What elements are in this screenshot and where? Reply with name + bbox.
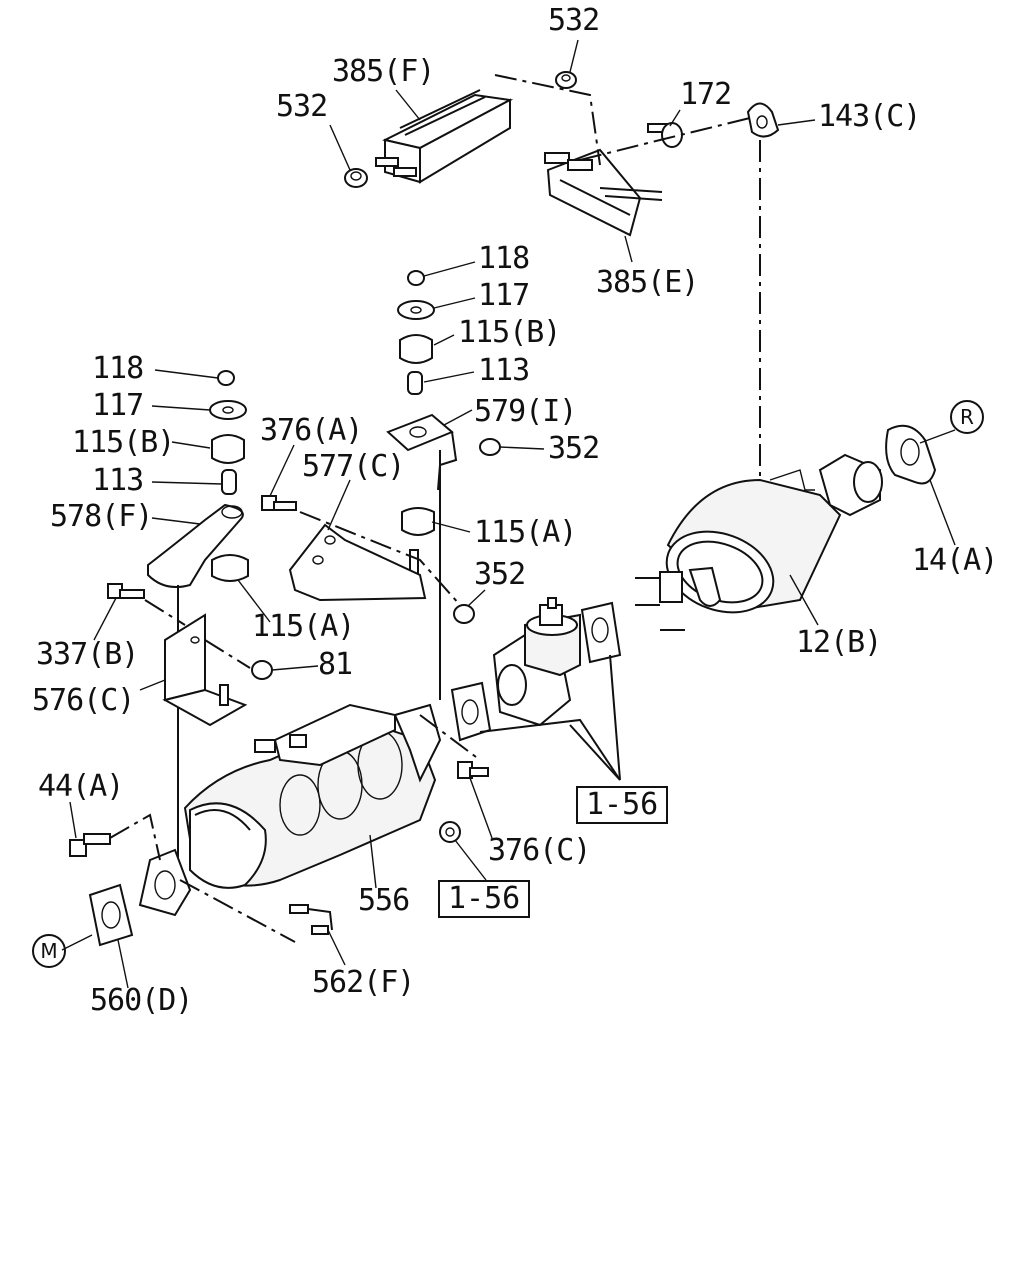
label-115b-left: 115(B) xyxy=(72,425,175,460)
gasket-560d-drawing xyxy=(88,883,134,947)
label-337b: 337(B) xyxy=(36,637,139,672)
label-352-mid: 352 xyxy=(548,431,600,466)
label-577c: 577(C) xyxy=(302,449,405,484)
label-352-low: 352 xyxy=(474,557,526,592)
valve-drawing xyxy=(450,597,622,742)
mount-stack-left-drawing xyxy=(147,370,249,588)
bracket-385f-drawing xyxy=(375,89,514,184)
label-115b-mid: 115(B) xyxy=(458,315,561,350)
label-143c: 143(C) xyxy=(818,99,921,134)
label-172: 172 xyxy=(680,77,732,112)
label-376c: 376(C) xyxy=(488,833,591,868)
label-385f: 385(F) xyxy=(332,54,435,89)
label-532-left: 532 xyxy=(276,89,328,124)
label-12b: 12(B) xyxy=(796,625,882,660)
label-115a-mid: 115(A) xyxy=(474,515,577,550)
label-117-mid: 117 xyxy=(478,278,530,313)
label-14a: 14(A) xyxy=(912,543,998,578)
label-576c: 576(C) xyxy=(32,683,135,718)
label-385e: 385(E) xyxy=(596,265,699,300)
leader-lines xyxy=(61,39,956,989)
label-560d: 560(D) xyxy=(90,983,193,1018)
gasket-14a-drawing xyxy=(885,424,937,485)
label-118-mid: 118 xyxy=(478,241,530,276)
connection-marker-r: R xyxy=(950,400,984,434)
label-117-left: 117 xyxy=(92,388,144,423)
label-44a: 44(A) xyxy=(38,769,124,804)
label-113-left: 113 xyxy=(92,463,144,498)
catalyst-556-drawing xyxy=(138,703,442,917)
reference-link-1-56-center[interactable]: 1-56 xyxy=(438,880,531,918)
label-113-mid: 113 xyxy=(478,353,530,388)
nut-532-top-drawing xyxy=(555,71,577,89)
reference-link-1-56-right[interactable]: 1-56 xyxy=(576,786,669,824)
bolt-44a-drawing xyxy=(69,833,111,857)
label-578f: 578(F) xyxy=(50,499,153,534)
bracket-385e-drawing xyxy=(544,148,663,237)
bracket-577c-drawing xyxy=(261,495,427,602)
label-115a-left: 115(A) xyxy=(252,609,355,644)
label-118-left: 118 xyxy=(92,351,144,386)
nut-532-left-drawing xyxy=(344,168,368,188)
label-556: 556 xyxy=(358,883,410,918)
washer-drawing xyxy=(439,821,461,843)
bracket-576c-drawing xyxy=(107,583,273,727)
mount-stack-middle-drawing xyxy=(386,270,501,579)
sensor-562f-drawing xyxy=(289,904,333,935)
label-562f: 562(F) xyxy=(312,965,415,1000)
label-81: 81 xyxy=(318,647,353,682)
label-376a: 376(A) xyxy=(260,413,363,448)
connection-marker-m: M xyxy=(32,934,66,968)
bolt-172-drawing xyxy=(647,122,683,148)
hanger-143c-drawing xyxy=(746,102,780,138)
label-579i: 579(I) xyxy=(474,394,577,429)
muffler-12b-drawing xyxy=(635,453,883,631)
label-532-top: 532 xyxy=(548,3,600,38)
bolt-376c-drawing xyxy=(457,761,489,779)
